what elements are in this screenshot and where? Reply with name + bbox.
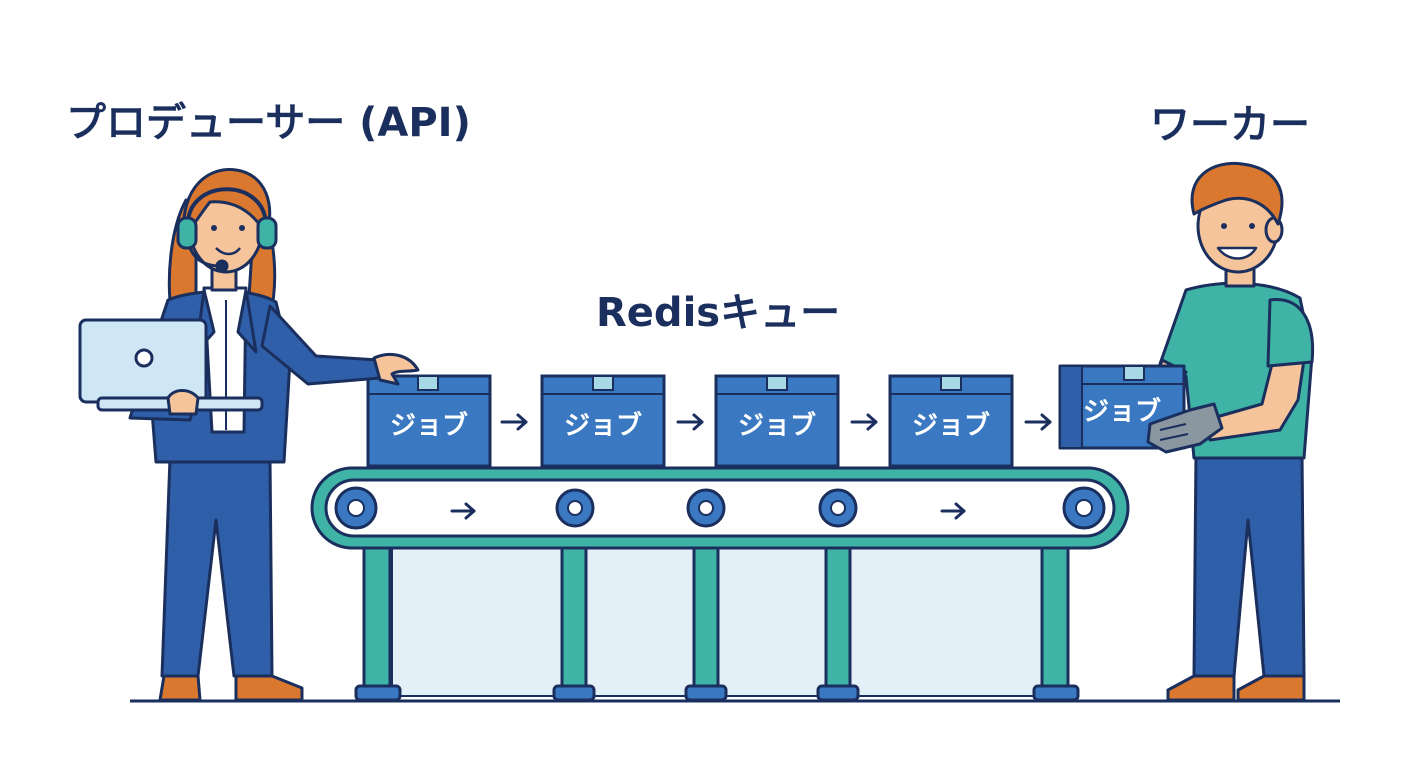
roller: [818, 488, 858, 528]
arrow-right-icon: [676, 413, 704, 431]
worker-label: ワーカー: [1150, 102, 1310, 148]
worker-arm-right: [1204, 358, 1306, 442]
worker-pants: [1192, 450, 1306, 678]
arrow-right-icon: [450, 502, 476, 520]
worker-hair: [1190, 161, 1284, 226]
job-label: ジョブ: [738, 410, 816, 441]
conveyor-feet: [354, 684, 1080, 702]
job-box-5: ジョブ: [1058, 364, 1186, 450]
job-box-2: ジョブ: [540, 374, 666, 468]
producer-pants: [160, 456, 274, 678]
job-label: ジョブ: [390, 410, 468, 441]
job-box-3: ジョブ: [714, 374, 840, 468]
arrow-right-icon: [1024, 413, 1052, 431]
producer-hand-right: [372, 353, 420, 386]
job-arrows: [500, 413, 1052, 431]
producer-label: プロデューサー (API): [66, 100, 471, 146]
glove-icon: [1146, 402, 1224, 454]
job-label: ジョブ: [564, 410, 642, 441]
arrow-right-icon: [850, 413, 878, 431]
job-label: ジョブ: [912, 410, 990, 441]
producer-hand-left: [166, 389, 200, 416]
job-box-4: ジョブ: [888, 374, 1014, 468]
headset-icon: [176, 187, 278, 273]
worker-shoe-right: [1236, 674, 1306, 702]
arrow-right-icon: [500, 413, 528, 431]
roller: [555, 488, 595, 528]
producer-figure: [78, 168, 420, 702]
job-box-1: ジョブ: [366, 374, 492, 468]
worker-figure: ジョブ: [1058, 161, 1315, 702]
roller: [1062, 486, 1106, 530]
arrow-right-icon: [940, 502, 966, 520]
worker-shoe-left: [1166, 674, 1236, 702]
roller: [334, 486, 378, 530]
conveyor-rollers: [334, 486, 1106, 530]
producer-shoe-right: [234, 674, 304, 702]
roller: [686, 488, 726, 528]
job-label: ジョブ: [1083, 396, 1161, 427]
belt-arrows: [450, 502, 966, 520]
producer-shoe-left: [158, 674, 202, 702]
queue-label: Redisキュー: [596, 290, 841, 336]
conveyor: [310, 466, 1130, 702]
